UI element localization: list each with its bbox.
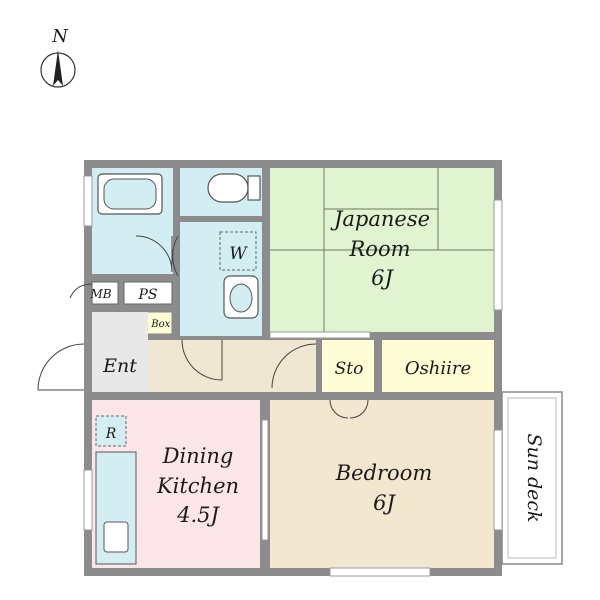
japanese-room-label-2: Room [348,237,410,261]
windows [83,175,503,577]
washroom-door-swing [181,339,223,381]
sun-deck-inner [507,397,557,559]
storage-door-swing-left [329,399,349,419]
japanese-room-label-1: Japanese [330,207,430,231]
storage-door-swing-right [349,399,369,419]
japanese-room-label-3: 6J [371,266,394,290]
entrance-door-swing [37,343,85,391]
bedroom-label-1: Bedroom [335,461,433,485]
storage [322,340,374,392]
bathroom-door-swing [135,235,173,273]
dining-kitchen-label-3: 4.5J [176,503,220,527]
dining-kitchen-label-1: Dining [162,444,234,468]
bedroom-label-2: 6J [373,491,396,515]
pipe-space [123,281,173,305]
refrigerator-label: R [105,426,117,442]
hall [148,340,316,392]
compass-arrow-icon [53,50,63,86]
compass-label: N [51,26,69,47]
entrance-label: Ent [102,355,137,377]
bedroom [270,400,494,568]
meter-box-label: MB [89,287,111,301]
oshiire [382,340,494,392]
refrigerator-space [95,415,127,447]
tatami-mats [270,168,494,332]
north-compass: N [40,26,76,88]
toilet-tank [247,175,261,201]
washer-label: W [229,244,248,264]
washroom-swing [172,235,179,277]
meter-box-door-swing [69,283,93,299]
pipe-space-label: PS [137,287,157,303]
kitchen-sink-icon [103,521,129,553]
meter-box [91,281,119,305]
oshiire-label: Oshiire [405,358,471,379]
storage-label: Sto [335,359,364,379]
washer-space [219,231,257,271]
toilet-icon [207,173,249,203]
washbasin-bowl [229,283,253,313]
entrance [92,312,148,392]
bathtub-basin [103,178,157,210]
bedroom-door-swing [271,343,317,389]
sun-deck-label: Sun deck [523,433,545,522]
dining-kitchen-label-2: Kitchen [156,474,239,498]
